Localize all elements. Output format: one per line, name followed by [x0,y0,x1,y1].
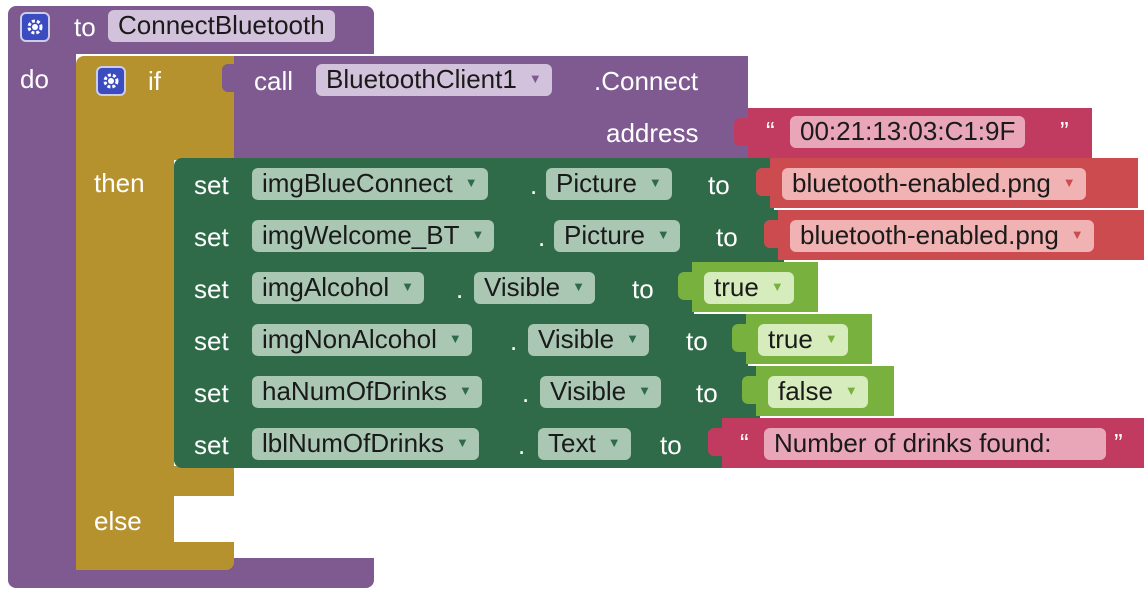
if-block-spine [76,156,174,570]
picture-value-dropdown[interactable]: bluetooth-enabled.png▼ [782,168,1086,200]
call-keyword: call [254,66,294,96]
dropdown-arrow-icon: ▼ [607,435,621,451]
address-arg-label: address [606,118,699,148]
component-dropdown[interactable]: BluetoothClient1▼ [316,64,552,96]
to-keyword: to [708,170,730,200]
close-quote: ” [1114,428,1123,458]
boolean-value-dropdown[interactable]: false▼ [768,376,868,408]
open-quote: “ [740,428,749,458]
address-text-field[interactable]: 00:21:13:03:C1:9F [790,116,1026,148]
dot-separator: . [510,326,518,356]
dot-separator: . [538,222,546,252]
dot-separator: . [456,274,464,304]
set-keyword: set [194,274,229,304]
dot-separator: . [518,430,526,460]
dropdown-arrow-icon: ▼ [456,435,469,451]
then-keyword: then [94,168,145,198]
dropdown-arrow-icon: ▼ [471,227,485,243]
address-text-block-tab [734,118,750,146]
if-then-bottom [76,466,234,496]
to-keyword: to [716,222,738,252]
set-keyword: set [194,430,229,460]
dropdown-arrow-icon: ▼ [656,227,670,243]
dropdown-arrow-icon: ▼ [448,331,462,347]
close-quote: ” [1060,116,1069,146]
text-value-block-tab [708,428,724,456]
property-dropdown[interactable]: Picture▼ [554,220,680,252]
component-dropdown[interactable]: lblNumOfDrinks▼ [252,428,479,460]
set-keyword: set [194,326,229,356]
dropdown-arrow-icon: ▼ [528,71,542,87]
set-keyword: set [194,378,229,408]
else-socket[interactable] [174,496,234,542]
dropdown-arrow-icon: ▼ [824,331,838,347]
component-dropdown[interactable]: imgBlueConnect▼ [252,168,488,200]
call-connect-block-tab [222,64,236,92]
to-keyword: to [696,378,718,408]
gear-icon[interactable] [20,12,50,42]
dot-separator: . [522,378,530,408]
to-keyword: to [660,430,682,460]
open-quote: “ [766,116,775,146]
dropdown-arrow-icon: ▼ [464,175,478,191]
procedure-to-keyword: to [74,12,96,42]
property-dropdown[interactable]: Visible▼ [474,272,595,304]
dropdown-arrow-icon: ▼ [401,279,415,295]
component-dropdown[interactable]: imgAlcohol▼ [252,272,425,304]
dropdown-arrow-icon: ▼ [1070,227,1084,243]
dropdown-arrow-icon: ▼ [770,279,784,295]
property-dropdown[interactable]: Visible▼ [540,376,661,408]
property-dropdown[interactable]: Text▼ [538,428,631,460]
procedure-do-keyword: do [20,64,49,94]
boolean-value-block-tab [742,376,758,404]
dropdown-arrow-icon: ▼ [638,383,651,399]
dropdown-arrow-icon: ▼ [572,279,585,295]
if-keyword: if [148,66,161,96]
dropdown-arrow-icon: ▼ [844,383,858,399]
text-value-field[interactable]: Number of drinks found: [764,428,1106,460]
picture-value-block-tab [756,168,772,196]
boolean-value-block-tab [732,324,748,352]
to-keyword: to [686,326,708,356]
component-dropdown[interactable]: imgNonAlcohol▼ [252,324,472,356]
set-keyword: set [194,170,229,200]
set-keyword: set [194,222,229,252]
dropdown-arrow-icon: ▼ [1062,175,1076,191]
component-dropdown[interactable]: imgWelcome_BT▼ [252,220,495,252]
boolean-value-block-tab [678,272,694,300]
if-else-bottom [76,542,234,570]
dropdown-arrow-icon: ▼ [626,331,639,347]
component-dropdown[interactable]: haNumOfDrinks▼ [252,376,482,408]
dropdown-arrow-icon: ▼ [458,383,472,399]
boolean-value-dropdown[interactable]: true▼ [704,272,794,304]
method-name: .Connect [594,66,699,96]
to-keyword: to [632,274,654,304]
gear-icon[interactable] [96,66,126,96]
dropdown-arrow-icon: ▼ [648,175,662,191]
picture-value-dropdown[interactable]: bluetooth-enabled.png▼ [790,220,1094,252]
dot-separator: . [530,170,538,200]
picture-value-block-tab [764,220,780,248]
procedure-name-field[interactable]: ConnectBluetooth [108,10,335,42]
property-dropdown[interactable]: Visible▼ [528,324,649,356]
else-keyword: else [94,506,142,536]
boolean-value-dropdown[interactable]: true▼ [758,324,848,356]
procedure-block-spine [8,50,76,562]
property-dropdown[interactable]: Picture▼ [546,168,672,200]
